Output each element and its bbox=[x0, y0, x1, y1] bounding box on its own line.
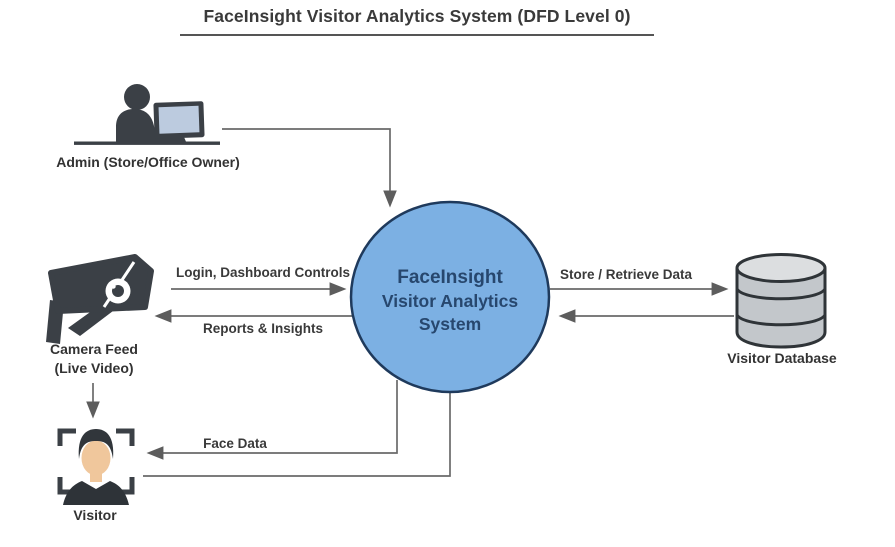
connector-system-bottom bbox=[143, 392, 451, 477]
cctv-camera-icon bbox=[46, 254, 154, 344]
system-name-line1: FaceInsight bbox=[397, 267, 503, 288]
system-name-line2: Visitor Analytics bbox=[381, 291, 519, 311]
camera-mount-arm bbox=[68, 305, 113, 336]
system-process-circle bbox=[349, 200, 551, 394]
camera-lens-glint bbox=[111, 284, 116, 289]
admin-at-computer-icon bbox=[74, 84, 220, 145]
database-separator-lower bbox=[735, 313, 827, 327]
arrow-admin-to-system bbox=[222, 128, 397, 208]
flow-label-reports-insights: Reports & Insights bbox=[202, 321, 324, 336]
admin-label: Admin (Store/Office Owner) bbox=[56, 154, 240, 170]
database-body bbox=[735, 268, 827, 349]
visitor-shirt bbox=[63, 481, 129, 505]
visitor-face bbox=[81, 440, 111, 476]
flow-arrows bbox=[86, 128, 734, 477]
system-process-name: FaceInsight Visitor Analytics System bbox=[382, 266, 518, 336]
camera-label-line2: (Live Video) bbox=[54, 360, 134, 376]
visitor-face-scan-icon bbox=[57, 428, 135, 505]
database-cylinder-icon bbox=[735, 253, 827, 349]
flow-label-store-retrieve-data: Store / Retrieve Data bbox=[559, 267, 693, 282]
arrow-face-data bbox=[146, 380, 398, 460]
database-separator-upper bbox=[735, 287, 827, 301]
camera-body bbox=[48, 254, 154, 314]
database-label: Visitor Database bbox=[727, 350, 837, 366]
desk-line bbox=[74, 141, 220, 145]
system-name-line3: System bbox=[418, 314, 482, 334]
database-top bbox=[735, 253, 827, 283]
visitor-label: Visitor bbox=[73, 507, 117, 523]
flow-label-login-dashboard-controls: Login, Dashboard Controls bbox=[176, 265, 350, 280]
admin-head bbox=[124, 84, 150, 110]
flow-label-face-data: Face Data bbox=[203, 436, 267, 451]
admin-body bbox=[116, 109, 184, 143]
camera-label-line1: Camera Feed bbox=[50, 341, 138, 357]
visitor-hair bbox=[78, 429, 114, 459]
diagram-title: FaceInsight Visitor Analytics System (DF… bbox=[180, 6, 654, 36]
scan-frame-corners bbox=[57, 428, 135, 495]
monitor-screen bbox=[158, 105, 200, 134]
